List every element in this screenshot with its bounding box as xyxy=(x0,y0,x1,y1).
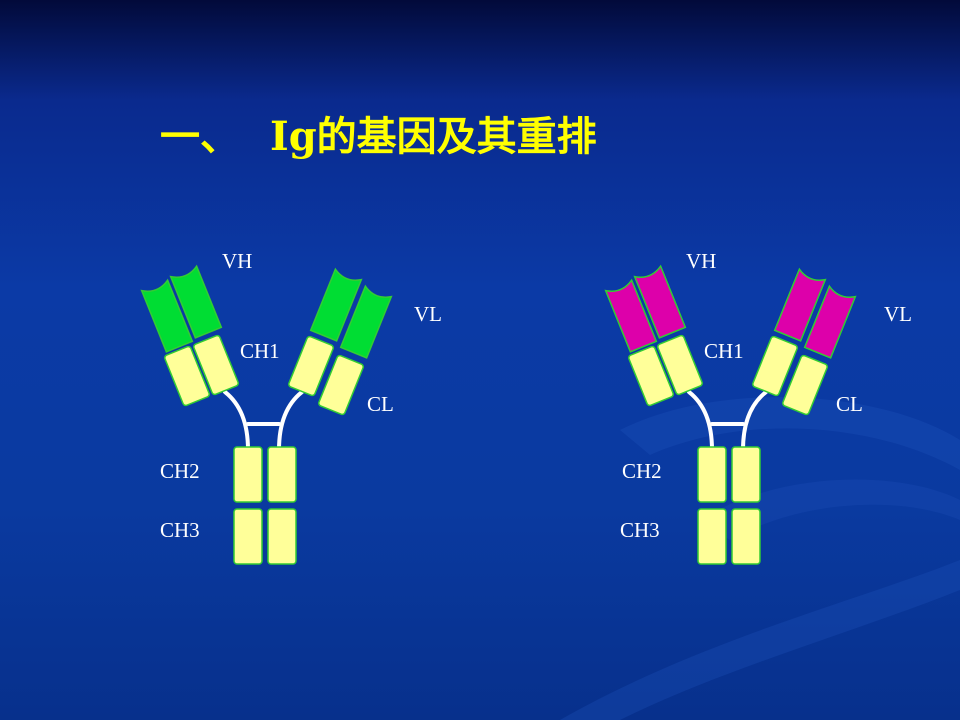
cl-domain-left xyxy=(628,345,674,407)
ch1-domain-heavy-right xyxy=(288,335,334,397)
vh-domain-right xyxy=(309,267,363,342)
cl-domain-left xyxy=(164,345,210,407)
antibody-1: VH VL CH1 CL CH2 CH3 xyxy=(140,249,442,565)
label-vh: VH xyxy=(686,249,717,273)
vh-domain-right xyxy=(773,267,827,342)
ch3-domain-right xyxy=(267,508,297,565)
label-ch3: CH3 xyxy=(160,518,200,542)
title-section-number: 一、 xyxy=(160,113,240,160)
label-vh: VH xyxy=(222,249,253,273)
ch1-domain-heavy-right xyxy=(752,335,798,397)
label-ch2: CH2 xyxy=(160,459,200,483)
vl-domain-left xyxy=(604,278,658,353)
ch1-domain-heavy-left xyxy=(193,334,239,396)
ch2-domain-right xyxy=(731,446,761,503)
ch3-domain-left xyxy=(233,508,263,565)
vl-domain-left xyxy=(140,278,194,353)
cl-domain-right xyxy=(318,354,364,416)
slide-title: 一、 Ig的基因及其重排 xyxy=(160,104,597,162)
label-ch1: CH1 xyxy=(704,339,744,363)
label-vl: VL xyxy=(884,302,912,326)
label-cl: CL xyxy=(836,392,863,416)
cl-domain-right xyxy=(782,354,828,416)
label-ch1: CH1 xyxy=(240,339,280,363)
vl-domain-right xyxy=(339,284,393,359)
vl-domain-right xyxy=(803,284,857,359)
antibody-2-diagram xyxy=(604,264,857,565)
label-ch3: CH3 xyxy=(620,518,660,542)
antibody-1-diagram xyxy=(140,264,393,565)
label-cl: CL xyxy=(367,392,394,416)
heavy-chain-hinge xyxy=(223,390,304,452)
ch2-domain-left xyxy=(233,446,263,503)
ch2-domain-left xyxy=(697,446,727,503)
ch3-domain-right xyxy=(731,508,761,565)
vh-domain-left xyxy=(169,264,223,339)
label-ch2: CH2 xyxy=(622,459,662,483)
vh-domain-left xyxy=(633,264,687,339)
ch1-domain-heavy-left xyxy=(657,334,703,396)
ch3-domain-left xyxy=(697,508,727,565)
label-vl: VL xyxy=(414,302,442,326)
heavy-chain-hinge xyxy=(687,390,768,452)
title-text: Ig的基因及其重排 xyxy=(270,113,597,160)
antibody-2: VH VL CH1 CL CH2 CH3 xyxy=(464,0,944,720)
ch2-domain-right xyxy=(267,446,297,503)
